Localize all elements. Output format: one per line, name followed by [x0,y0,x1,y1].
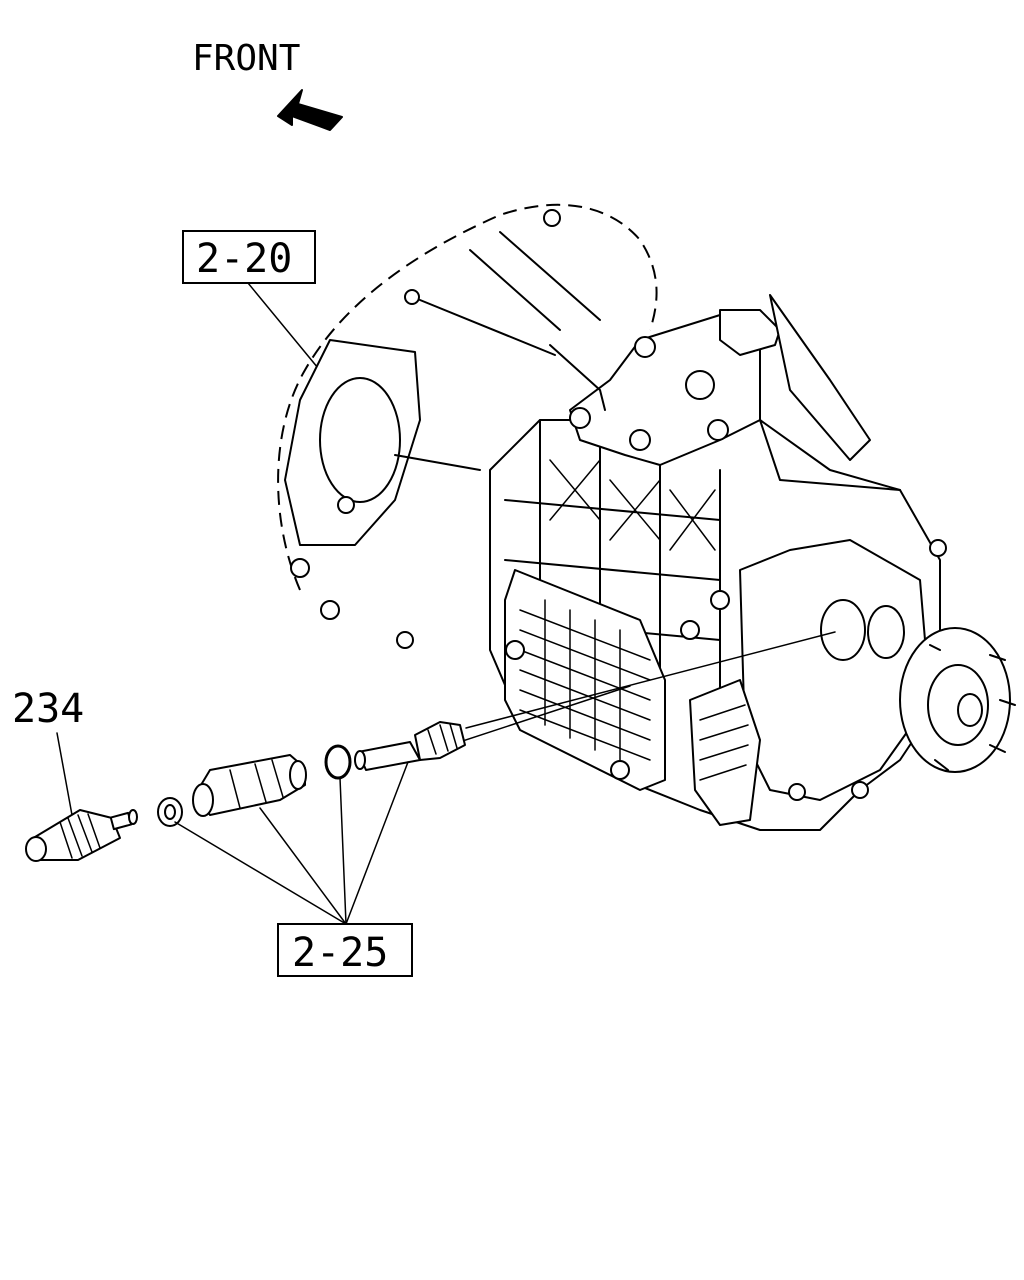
transmission-assembly[interactable] [277,203,1016,831]
leader-line-housing [247,282,319,369]
speed-sensor[interactable] [25,809,138,862]
leader-line-gear-port [465,631,836,729]
part-number-234[interactable]: 234 [12,686,84,732]
callout-housing[interactable]: 2-20 [182,230,316,284]
leader-line-sensor [56,732,73,816]
callout-speedo-parts-label: 2-25 [292,930,388,976]
speedometer-driven-gear[interactable] [354,721,466,771]
callout-housing-label: 2-20 [196,236,292,282]
front-label: FRONT [192,38,300,79]
driven-gear-sleeve[interactable] [192,754,307,817]
callout-speedo-parts[interactable]: 2-25 [277,923,413,977]
o-ring[interactable] [324,744,352,780]
bushing[interactable] [157,797,183,827]
front-arrow-icon [277,89,343,131]
callout-leaders-2-25 [174,761,409,925]
